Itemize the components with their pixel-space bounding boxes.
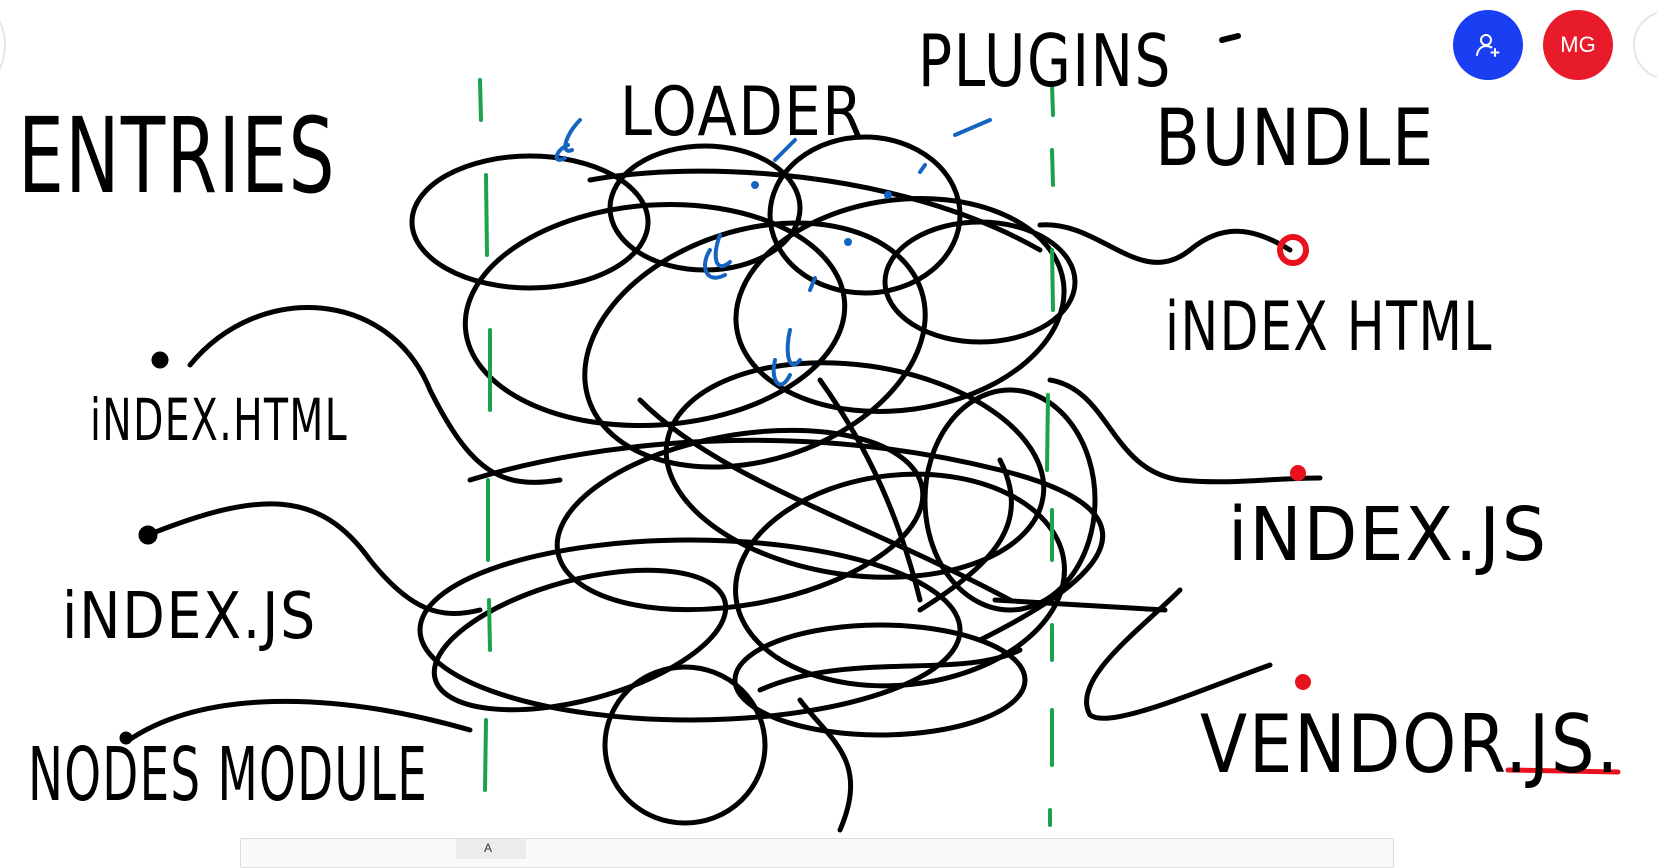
bundle-endpoints bbox=[1277, 234, 1621, 775]
heading-plugins: PLUGINS bbox=[918, 19, 1172, 103]
invite-people-button[interactable] bbox=[1453, 10, 1523, 80]
user-avatar[interactable]: MG bbox=[1543, 10, 1613, 80]
plugin-dividers bbox=[478, 78, 1055, 827]
text-tool-icon: A bbox=[484, 841, 493, 855]
output-index-html: iNDEX HTML bbox=[1165, 288, 1493, 367]
input-nodes-module: NODES MODULE bbox=[28, 732, 428, 818]
loader-marks bbox=[554, 118, 992, 387]
bottom-toolbar: A bbox=[240, 838, 1394, 868]
user-initials: MG bbox=[1560, 32, 1596, 57]
heading-loader: LOADER bbox=[620, 73, 864, 152]
plugin-divider-right bbox=[1045, 83, 1055, 827]
plugin-divider-left bbox=[478, 78, 492, 792]
heading-bundle: BUNDLE bbox=[1155, 94, 1435, 184]
input-index-js: iNDEX.JS bbox=[62, 580, 317, 654]
input-index-html: iNDEX.HTML bbox=[90, 386, 348, 454]
add-person-icon bbox=[1476, 34, 1500, 57]
text-tool-button[interactable]: A bbox=[456, 839, 526, 859]
heading-entries: ENTRIES bbox=[18, 95, 336, 217]
tangled-scribble bbox=[119, 33, 1323, 833]
output-index-js: iNDEX.JS bbox=[1228, 492, 1548, 578]
output-vendor-js: VENDOR.JS. bbox=[1200, 698, 1620, 791]
